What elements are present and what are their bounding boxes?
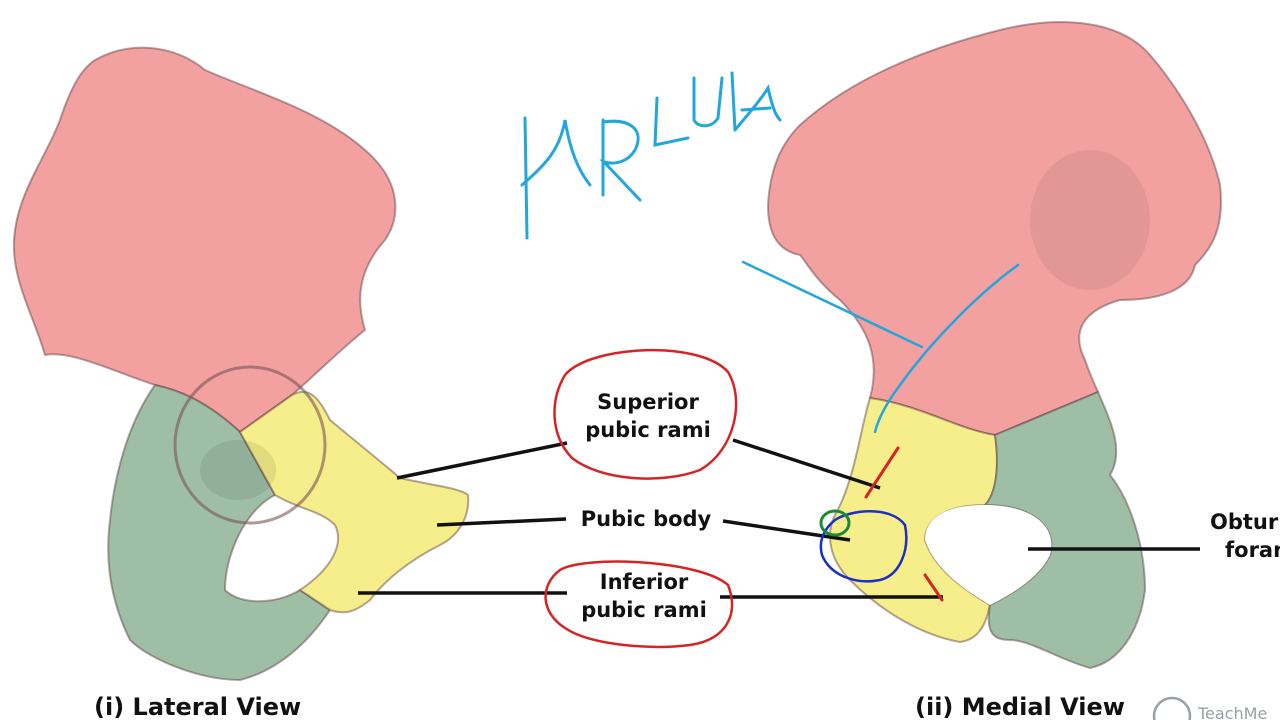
handwritten-annotations <box>520 71 1020 434</box>
pointer-body-left <box>436 517 567 527</box>
arcua-lettering <box>520 71 782 240</box>
blue-stroke-1 <box>741 260 924 349</box>
lateral-view-title: (i) Lateral View <box>94 693 302 721</box>
circle-inferior <box>544 560 734 649</box>
green-circle <box>819 509 851 537</box>
lateral-ischium <box>107 383 332 682</box>
blue-stroke-2 <box>873 263 1020 434</box>
inferior-pubic-rami-label: Inferior pubic rami <box>564 568 724 625</box>
pointer-body-right <box>722 519 851 542</box>
pubic-body-label: Pubic body <box>580 507 712 531</box>
watermark-text: TeachMe <box>1198 704 1268 723</box>
inferior-label-line2: pubic rami <box>581 598 707 623</box>
obturator-label-line2: foran <box>1225 538 1280 563</box>
lateral-ilium <box>12 46 397 434</box>
obturator-foramen-label: Obtur foran <box>1210 508 1280 565</box>
medial-view-title: (ii) Medial View <box>915 693 1125 721</box>
medial-obturator-foramen <box>925 505 1052 605</box>
medial-ilium <box>766 21 1222 437</box>
lateral-acetabulum <box>173 365 327 525</box>
red-mark-2 <box>923 573 944 602</box>
circle-superior <box>553 349 738 480</box>
red-mark-1 <box>864 446 900 499</box>
pointer-superior-right <box>732 438 881 490</box>
watermark-logo-icon <box>1152 696 1192 720</box>
navy-circle <box>819 510 908 583</box>
obturator-label-line1: Obtur <box>1210 510 1279 534</box>
pointer-lines <box>358 438 1200 599</box>
pointer-superior-left <box>396 441 568 480</box>
lateral-pubis <box>238 390 470 614</box>
pen-marks <box>819 446 944 602</box>
label-circles <box>544 349 738 649</box>
lateral-hip-bone <box>12 46 470 682</box>
superior-label-line1: Superior <box>597 390 699 414</box>
superior-pubic-rami-label: Superior pubic rami <box>568 388 728 445</box>
inferior-label-line1: Inferior <box>599 570 689 594</box>
superior-label-line2: pubic rami <box>585 418 711 443</box>
